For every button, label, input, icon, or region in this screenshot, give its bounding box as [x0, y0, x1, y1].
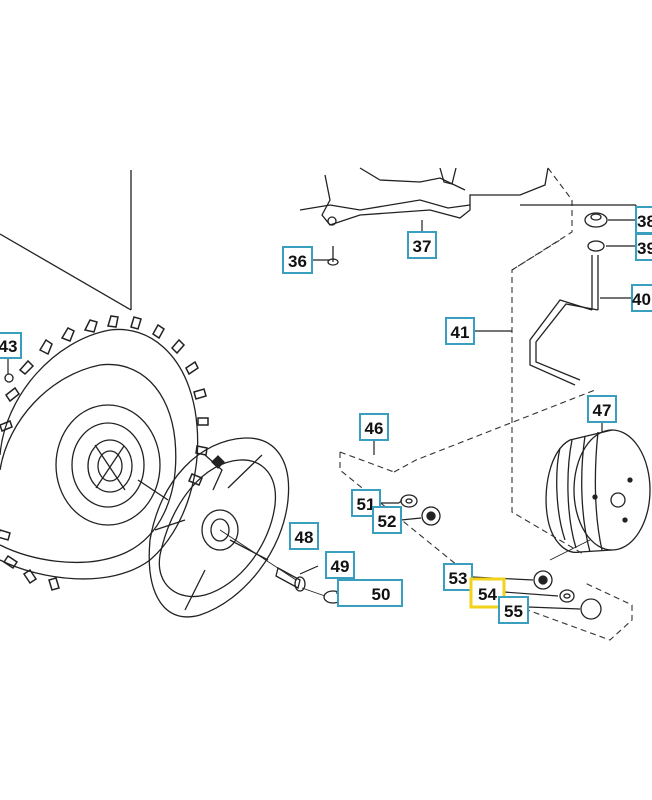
callout-label: 48: [295, 528, 314, 547]
callout-41[interactable]: 41: [445, 317, 475, 345]
callout-label: 39: [637, 239, 652, 258]
callout-39[interactable]: 39: [635, 233, 652, 261]
callout-38[interactable]: 38: [635, 206, 652, 234]
callout-label: 55: [504, 602, 523, 621]
callout-label: 52: [378, 512, 397, 531]
callout-label: 47: [593, 401, 612, 420]
callout-52[interactable]: 52: [372, 506, 402, 534]
callout-label: 43: [0, 337, 17, 356]
callout-55[interactable]: 55: [498, 596, 529, 624]
callout-43[interactable]: 43: [0, 332, 22, 359]
callout-label: 53: [449, 569, 468, 588]
hub-cap-drawing: [148, 437, 290, 618]
callout-label: 49: [331, 557, 350, 576]
callout-label: 40: [632, 290, 651, 309]
leader-lines: [7, 204, 637, 610]
callout-50[interactable]: 50: [337, 579, 403, 607]
callout-54-highlighted[interactable]: 54: [469, 577, 506, 609]
callout-37[interactable]: 37: [407, 231, 437, 259]
bolt-and-cap-drawing: [4, 373, 343, 604]
callout-46[interactable]: 46: [359, 413, 389, 441]
dashed-assembly-frames: [339, 167, 633, 641]
callout-53[interactable]: 53: [443, 563, 473, 591]
top-bracket-drawing: [299, 167, 549, 266]
front-wheel-drawing: [545, 429, 651, 553]
callout-label: 36: [288, 252, 307, 271]
callout-label: 38: [637, 212, 652, 231]
adjuster-rod-drawing: [529, 212, 608, 386]
small-parts-drawing: [400, 494, 602, 620]
callout-label: 37: [413, 237, 432, 256]
callout-48[interactable]: 48: [289, 522, 319, 550]
callout-47[interactable]: 47: [587, 395, 617, 423]
callout-40[interactable]: 40: [631, 284, 652, 312]
callout-label: 54: [478, 585, 497, 604]
mower-deck-outline: [0, 170, 132, 311]
callout-36[interactable]: 36: [282, 246, 313, 274]
callout-49[interactable]: 49: [325, 551, 355, 579]
callout-label: 41: [451, 323, 470, 342]
callout-label: 46: [365, 419, 384, 438]
callout-label: 51: [357, 495, 376, 514]
callout-label: 50: [372, 585, 391, 604]
rear-wheel-drawing: [0, 315, 209, 591]
